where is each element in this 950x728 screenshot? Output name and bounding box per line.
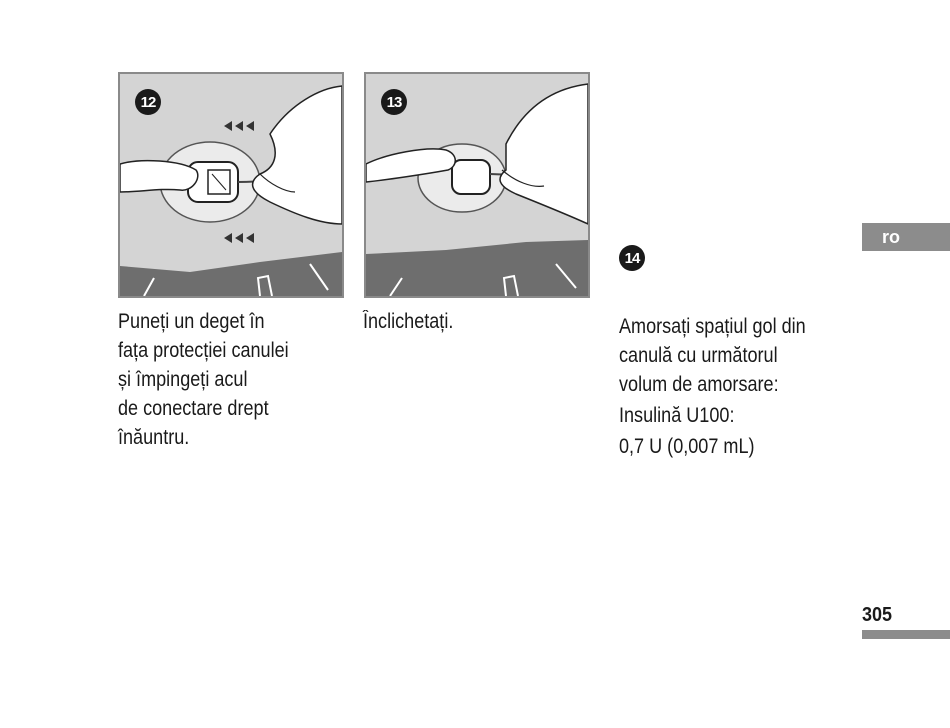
step-14-caption: Amorsați spațiul gol din canulă cu următ… (619, 312, 806, 461)
language-tab: ro (862, 223, 950, 251)
caption-line: Înclichetați. (363, 310, 454, 333)
arrow-left-icon (246, 233, 254, 243)
step-13-caption: Înclichetați. (363, 307, 453, 336)
arrow-left-icon (246, 121, 254, 131)
caption-line: înăuntru. (118, 426, 190, 449)
arrow-left-icon (235, 121, 243, 131)
arrow-left-icon (235, 233, 243, 243)
step-13-illustration: 13 (364, 72, 590, 298)
page-number: 305 (862, 604, 893, 626)
caption-line: și împingeți acul (118, 368, 248, 391)
caption-line: Puneți un deget în (118, 310, 265, 333)
caption-line: de conectare drept (118, 397, 269, 420)
arrow-left-icon (224, 233, 232, 243)
caption-line: canulă cu următorul (619, 344, 778, 367)
push-direction-arrows-icon (224, 121, 254, 131)
priming-insulin-label: Insulină U100: (619, 404, 735, 427)
step-number-badge: 14 (619, 245, 645, 271)
priming-volume-value: 0,7 U (0,007 mL) (619, 435, 755, 458)
page-number-rule (862, 630, 950, 639)
step-12-illustration: 12 (118, 72, 344, 298)
caption-line: fața protecției canulei (118, 339, 289, 362)
step-number-badge: 12 (135, 89, 161, 115)
step-12-drawing (120, 74, 342, 296)
push-direction-arrows-icon (224, 233, 254, 243)
caption-line: Amorsați spațiul gol din (619, 315, 806, 338)
step-12-caption: Puneți un deget în fața protecției canul… (118, 307, 289, 452)
step-number-badge: 13 (381, 89, 407, 115)
arrow-left-icon (224, 121, 232, 131)
caption-line: volum de amorsare: (619, 373, 779, 396)
